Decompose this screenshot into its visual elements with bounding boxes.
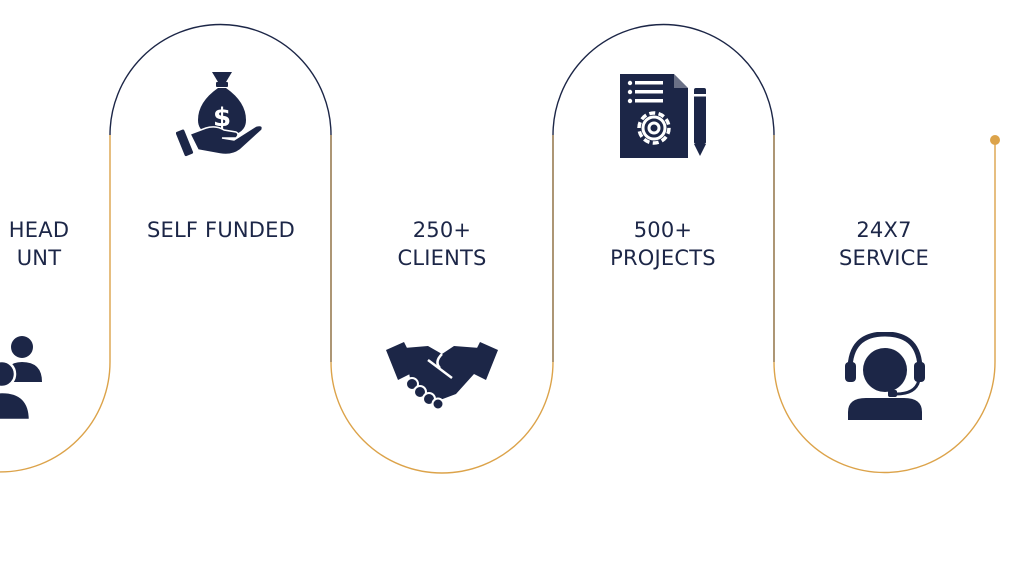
feature-label-self-funded: SELF FUNDED [121,216,321,244]
feature-label-line: SERVICE [839,246,929,270]
feature-label-projects: 500+ PROJECTS [563,216,763,272]
feature-label-line: CLIENTS [397,246,487,270]
feature-label-line: 24X7 [856,218,912,242]
feature-label-line: PROJECTS [610,246,716,270]
feature-label-line: HEAD [8,218,70,242]
timeline-end-dot [990,135,1000,145]
feature-label-clients: 250+ CLIENTS [342,216,542,272]
feature-label-line: UNT [16,246,62,270]
feature-label-service: 24X7 SERVICE [784,216,984,272]
feature-label-line: SELF FUNDED [146,218,296,242]
feature-label-line: 500+ [633,218,693,242]
svg-text:$: $ [213,103,231,133]
team-users-icon [0,336,42,422]
headset-support-icon [845,332,925,420]
feature-label-line: 250+ [412,218,472,242]
feature-label-no-head-count: HEAD UNT [0,216,139,272]
handshake-icon [386,342,498,411]
document-gear-pencil-icon [620,74,706,158]
money-bag-hand-icon: $ [176,72,264,157]
